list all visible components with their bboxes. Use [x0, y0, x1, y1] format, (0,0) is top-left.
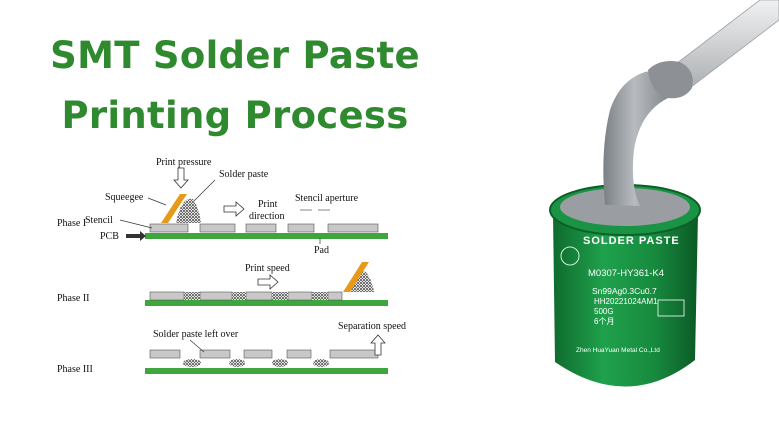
print-label: Print: [258, 199, 278, 210]
print-speed-arrow-icon: [257, 274, 279, 290]
pcb-pointer-icon: [126, 231, 146, 241]
jar-model: M0307-HY361-K4: [588, 268, 664, 279]
phase-3-label: Phase III: [57, 364, 93, 375]
jar-shelf: 6个月: [594, 317, 614, 326]
paste-deposit: [313, 359, 329, 367]
stencil-segment: [287, 291, 313, 301]
stencil-segment: [287, 223, 315, 233]
stencil-segment: [327, 223, 379, 233]
phase-1-stencil-label: Stencil: [85, 215, 113, 226]
paste-in-aperture: [232, 292, 246, 300]
stencil-segment: [149, 291, 185, 301]
jar-label-title: SOLDER PASTE: [583, 235, 680, 247]
solder-paste-bead: [176, 198, 201, 223]
printing-process-diagram: Phase I Print pressure Solder paste Sque…: [57, 157, 406, 375]
separation-speed-label: Separation speed: [338, 321, 406, 332]
pad-label: Pad: [314, 245, 329, 256]
stencil-segment: [199, 223, 236, 233]
jar-alloy: Sn99Ag0.3Cu0.7: [592, 286, 657, 296]
squeegee: [343, 262, 369, 292]
paste-surface: [560, 188, 690, 226]
jar-label-box: [657, 299, 685, 317]
jar-logo-icon: [560, 246, 580, 266]
print-pressure-arrow-icon: [173, 167, 189, 189]
stencil-segment: [286, 349, 312, 359]
page-title-line-2: Printing Process: [61, 94, 409, 137]
page-title-line-1: SMT Solder Paste: [50, 34, 420, 77]
direction-label: direction: [249, 211, 285, 222]
stencil-aperture-label: Stencil aperture: [295, 193, 359, 204]
pcb-phase-1: [145, 233, 388, 239]
paste-in-aperture: [312, 292, 328, 300]
print-direction-arrow-icon: [223, 201, 245, 217]
solder-paste-jar-image: SOLDER PASTE M0307-HY361-K4 Sn99Ag0.3Cu0…: [549, 0, 779, 387]
solder-paste-label: Solder paste: [219, 169, 269, 180]
stencil-segment: [243, 349, 273, 359]
stencil-segment: [149, 223, 189, 233]
stencil-segment: [149, 349, 181, 359]
stencil-segment: [199, 349, 231, 359]
squeegee: [161, 194, 187, 223]
stencil-segment: [329, 349, 379, 359]
phase-1-label: Phase I: [57, 218, 86, 229]
left-over-label: Solder paste left over: [153, 329, 239, 340]
pcb-phase-3: [145, 368, 388, 374]
jar-weight: 500G: [594, 307, 614, 316]
pcb-label: PCB: [100, 231, 119, 242]
jar-body: [553, 214, 698, 387]
paste-deposit: [272, 359, 288, 367]
paste-deposit: [183, 359, 201, 367]
stencil-segment: [245, 223, 277, 233]
pcb-phase-2: [145, 300, 388, 306]
stencil-segment: [245, 291, 273, 301]
squeegee-label: Squeegee: [105, 192, 144, 203]
paste-stream: [603, 70, 681, 206]
stencil-segment: [327, 291, 343, 301]
print-speed-label: Print speed: [245, 263, 290, 274]
paste-blob: [648, 61, 693, 99]
paste-in-aperture: [184, 292, 200, 300]
phase-2-label: Phase II: [57, 293, 90, 304]
jar-lot: HH20221024AM1: [594, 297, 658, 306]
print-pressure-label: Print pressure: [156, 157, 212, 168]
paste-deposit: [229, 359, 245, 367]
paste-in-aperture: [272, 292, 288, 300]
stencil-segment: [199, 291, 233, 301]
separation-speed-arrow-icon: [370, 334, 386, 356]
jar-maker: Zhen HuaYuan Metal Co.,Ltd: [576, 347, 660, 354]
